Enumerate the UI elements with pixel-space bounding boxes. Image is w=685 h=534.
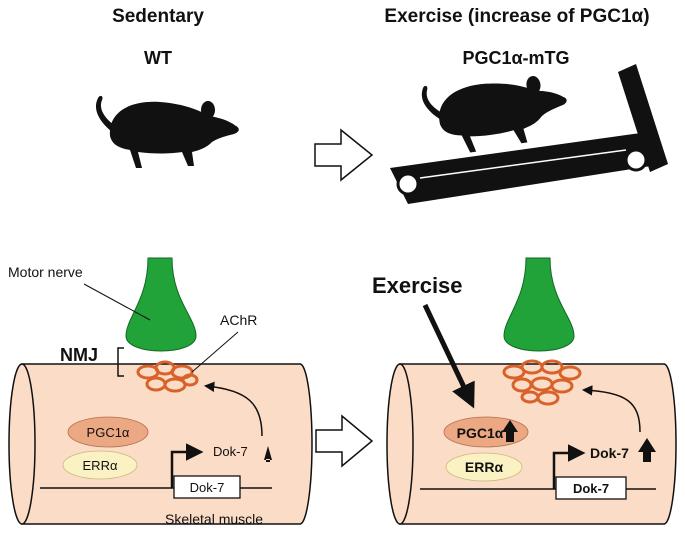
erra-label-left: ERRα: [83, 458, 118, 473]
feedback-arrow-right: [581, 385, 641, 433]
achr-cluster-left: [136, 360, 199, 393]
achr-label: AChR: [220, 312, 257, 328]
dok7-gene-box-right: [555, 476, 627, 500]
transcription-arrow-right: [552, 444, 586, 489]
achr-pointer: [191, 331, 239, 373]
exercise-label: Exercise: [372, 273, 463, 298]
nmj-label: NMJ: [60, 345, 98, 365]
achr-cluster-right: [502, 359, 582, 406]
skeletal-muscle-label: Skeletal muscle: [165, 511, 263, 527]
increase-arrow-left-icon: [264, 446, 272, 462]
erra-label-right: ERRα: [465, 459, 504, 475]
transcription-arrow-left: [170, 443, 204, 488]
increase-arrow-pgc1a-icon: [502, 420, 518, 442]
increase-arrow-dok7-icon: [638, 438, 656, 462]
motor-nerve-left: [125, 257, 197, 352]
sedentary-mouse-icon: [95, 95, 239, 168]
motor-nerve-pointer: [83, 283, 151, 321]
exercise-arrow: [422, 303, 475, 409]
running-mouse-icon: [420, 66, 573, 159]
dok7-gene-box-left: [173, 475, 241, 499]
pgc1a-oval-left: [67, 416, 149, 448]
transition-arrow-bottom-icon: [315, 414, 374, 468]
erra-oval-left: [62, 450, 138, 480]
nmj-bracket: [117, 347, 124, 377]
dok7-protein-label-left: Dok-7: [213, 444, 248, 459]
pgc1a-label-right: PGC1α: [457, 425, 504, 441]
feedback-arrow-left: [203, 381, 263, 437]
erra-oval-right: [445, 452, 523, 482]
right-subtitle: PGC1α-mTG: [462, 48, 569, 68]
dok7-gene-label-left: Dok-7: [190, 480, 225, 495]
treadmill-icon: [390, 64, 668, 204]
dok7-protein-label-right: Dok-7: [590, 445, 629, 461]
motor-nerve-label: Motor nerve: [8, 264, 83, 280]
left-title: Sedentary: [112, 6, 204, 27]
motor-nerve-right: [503, 257, 575, 352]
transition-arrow-top-icon: [314, 128, 374, 182]
left-subtitle: WT: [144, 48, 172, 68]
right-title: Exercise (increase of PGC1α): [384, 6, 649, 27]
pgc1a-label-left: PGC1α: [87, 425, 130, 440]
dok7-gene-label-right: Dok-7: [573, 481, 609, 496]
